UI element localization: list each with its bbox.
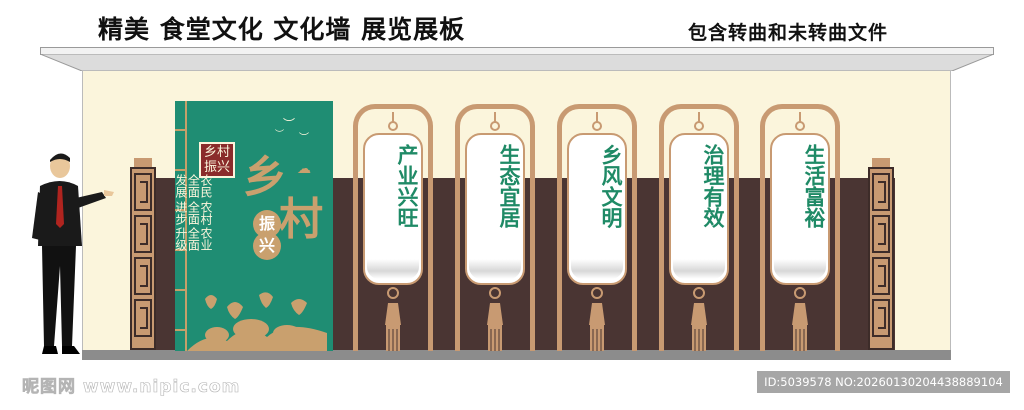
- mountain-mist: [673, 259, 725, 279]
- circle-char: 兴: [253, 232, 281, 260]
- fret-pattern-icon: [134, 173, 152, 211]
- lantern-text: 产业兴旺: [395, 144, 419, 228]
- lantern-5: 生活富裕: [770, 133, 830, 285]
- hanging-hook-icon: [592, 112, 602, 131]
- binding-tick: [175, 289, 187, 291]
- fret-pattern-icon: [872, 257, 890, 295]
- binding-tick: [175, 129, 187, 131]
- lantern-frame: [760, 104, 840, 351]
- poem-column: 农民全面发展: [175, 174, 213, 198]
- bird-icon: ︶: [283, 117, 296, 131]
- presenter-figure-icon: [32, 153, 114, 354]
- binding-tick: [175, 249, 187, 251]
- tassel-icon: [487, 287, 503, 351]
- mountain-mist: [469, 259, 521, 279]
- bird-icon: ︶: [275, 130, 285, 140]
- rural-revitalization-panel: ︶ ︶ ︶ 乡村 振兴 农民全面发展 农村全面进步 农业全面升级 乡 村 ☁ 振…: [175, 101, 333, 351]
- fret-pattern-icon: [134, 299, 152, 337]
- mountain-mist: [367, 259, 419, 279]
- lantern-3: 乡风文明: [567, 133, 627, 285]
- lantern-frame: [353, 104, 433, 351]
- lantern-text: 生态宜居: [497, 144, 521, 228]
- seal-text: 乡村: [203, 145, 230, 160]
- fret-pattern-icon: [134, 215, 152, 253]
- poem-column: 农业全面升级: [175, 227, 213, 252]
- wall-base: [82, 350, 951, 360]
- tassel-icon: [691, 287, 707, 351]
- lantern-text: 治理有效: [701, 144, 725, 228]
- lantern-1: 产业兴旺: [363, 133, 423, 285]
- bird-icon: ︶: [299, 133, 309, 144]
- fret-pattern-icon: [872, 215, 890, 253]
- lantern-text: 生活富裕: [802, 144, 826, 228]
- cloud-icon: ☁: [297, 161, 311, 177]
- seal-text: 振兴: [203, 160, 230, 175]
- hanging-hook-icon: [795, 112, 805, 131]
- mountain-mist: [571, 259, 623, 279]
- hanging-hook-icon: [694, 112, 704, 131]
- binding-tick: [175, 329, 187, 331]
- book-binding-line: [185, 101, 187, 351]
- page-subtitle: 包含转曲和未转曲文件: [688, 22, 889, 44]
- lotus-flower-icon: [187, 292, 327, 351]
- lantern-frame: [455, 104, 535, 351]
- roof-eave-face: [40, 54, 994, 71]
- page-title: 精美 食堂文化 文化墙 展览展板: [98, 15, 466, 44]
- hanging-hook-icon: [490, 112, 500, 131]
- lantern-frame: [659, 104, 739, 351]
- site-watermark: 昵图网 www.nipic.com: [22, 377, 241, 398]
- hanging-hook-icon: [388, 112, 398, 131]
- right-fret-pillar: [868, 167, 894, 350]
- binding-tick: [175, 209, 187, 211]
- right-pillar-cap: [872, 158, 890, 168]
- fret-pattern-icon: [872, 173, 890, 211]
- seal-stamp: 乡村 振兴: [199, 142, 235, 178]
- left-fret-pillar: [130, 167, 156, 350]
- lantern-frame: [557, 104, 637, 351]
- lantern-4: 治理有效: [669, 133, 729, 285]
- image-id-badge: ID:5039578 NO:20260130204438889104: [757, 371, 1010, 393]
- poem-column: 农村全面进步: [175, 200, 213, 225]
- lantern-2: 生态宜居: [465, 133, 525, 285]
- binding-tick: [175, 169, 187, 171]
- fret-pattern-icon: [872, 299, 890, 337]
- tassel-icon: [792, 287, 808, 351]
- fret-pattern-icon: [134, 257, 152, 295]
- calligraphy-char: 村: [279, 194, 323, 245]
- poem-text: 农民全面发展 农村全面进步 农业全面升级: [175, 174, 213, 254]
- calligraphy-char: 乡: [243, 152, 287, 203]
- left-pillar-cap: [134, 158, 152, 168]
- tassel-icon: [385, 287, 401, 351]
- tassel-icon: [589, 287, 605, 351]
- lantern-text: 乡风文明: [599, 144, 623, 228]
- mountain-mist: [774, 259, 826, 279]
